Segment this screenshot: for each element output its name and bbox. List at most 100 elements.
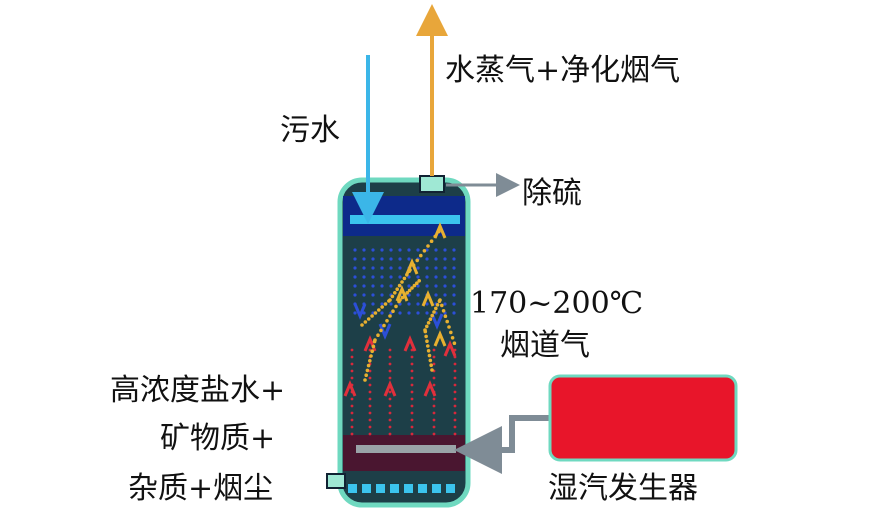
grate-block	[446, 484, 455, 493]
steam-dot	[388, 404, 392, 408]
flue-gas-dot	[441, 309, 446, 313]
flue-gas-dot	[417, 279, 422, 283]
flue-gas-chevron	[433, 222, 447, 239]
water-droplet	[443, 266, 447, 270]
water-droplet	[398, 275, 402, 279]
flue-gas-dot	[430, 313, 435, 318]
water-flow-chevron	[378, 323, 392, 340]
flue-gas-dot	[395, 287, 400, 292]
water-droplet	[434, 284, 438, 288]
steam-chevron	[443, 340, 457, 357]
water-droplet	[353, 248, 357, 252]
water-droplet	[452, 302, 456, 306]
steam-dot	[453, 383, 457, 387]
flue-gas-dot	[452, 341, 457, 346]
steam-dot	[410, 418, 414, 422]
treatment-vessel	[326, 175, 471, 508]
steam-dot	[350, 404, 354, 408]
steam-dot	[388, 397, 392, 401]
flue-gas-dot	[410, 286, 414, 290]
steam-chevron	[403, 335, 417, 352]
water-droplet	[380, 284, 384, 288]
water-droplet	[425, 284, 429, 288]
steam-dot	[453, 362, 457, 366]
flue-gas-dot	[432, 310, 436, 314]
water-droplet	[380, 302, 384, 306]
flue-gas-dot	[363, 320, 368, 324]
flue-gas-dot	[415, 258, 420, 263]
water-droplet	[371, 311, 375, 315]
water-droplet	[407, 311, 411, 315]
steam-dot	[368, 432, 372, 436]
water-droplet	[398, 311, 402, 315]
flue-gas-dot	[415, 281, 419, 286]
steam-dot	[388, 418, 392, 422]
flue-gas-dot	[393, 291, 397, 295]
flue-gas-dot	[380, 305, 384, 309]
steam-dot	[432, 404, 436, 408]
flue-gas-dot	[443, 314, 448, 319]
flue-gas-dot	[369, 354, 373, 358]
water-droplet	[443, 302, 447, 306]
steam-dot	[432, 348, 436, 352]
water-droplet	[434, 248, 438, 252]
steam-chevron	[343, 380, 357, 397]
steam-dot	[453, 432, 457, 436]
flue-gas-dot	[368, 359, 372, 363]
water-droplet	[407, 302, 411, 306]
flue-gas-dot	[388, 298, 392, 302]
residue-label-2: 矿物质+	[160, 421, 275, 456]
steam-dot	[432, 425, 436, 429]
water-droplet	[371, 284, 375, 288]
water-droplet	[443, 275, 447, 279]
vapor-out-label: 水蒸气+净化烟气	[445, 53, 680, 88]
water-droplet	[452, 248, 456, 252]
steam-dot	[410, 376, 414, 380]
water-droplet	[362, 293, 366, 297]
flue-gas-label: 烟道气	[500, 328, 590, 363]
water-droplet	[380, 293, 384, 297]
grate-block	[376, 484, 385, 493]
flue-gas-dot	[450, 336, 455, 340]
flue-gas-dot	[438, 298, 442, 302]
steam-dot	[388, 376, 392, 380]
water-droplet	[371, 266, 375, 270]
steam-dot	[368, 418, 372, 422]
steam-dot	[453, 418, 457, 422]
flue-gas-dot	[429, 239, 434, 243]
flue-gas-dot	[370, 314, 374, 318]
steam-dot	[410, 411, 414, 415]
water-droplet	[389, 284, 393, 288]
flue-gas-dot	[382, 323, 386, 328]
flue-gas-dot	[400, 295, 405, 300]
steam-dot	[388, 390, 392, 394]
flue-gas-dot	[428, 358, 433, 363]
steam-dot	[410, 397, 414, 401]
steam-dot	[350, 418, 354, 422]
water-droplet	[443, 248, 447, 252]
steam-chevron	[383, 380, 397, 397]
water-droplet	[416, 302, 420, 306]
water-flow-chevron	[353, 303, 367, 320]
water-droplet	[362, 284, 366, 288]
steam-dot	[368, 369, 372, 373]
steam-dot	[350, 369, 354, 373]
generator-label: 湿汽发生器	[548, 471, 698, 506]
steam-dot	[453, 390, 457, 394]
steam-dot	[388, 432, 392, 436]
steam-dot	[432, 418, 436, 422]
steam-dot	[350, 376, 354, 380]
water-droplet	[389, 248, 393, 252]
water-droplet	[353, 284, 357, 288]
flue-gas-dot	[364, 373, 369, 378]
flue-gas-dot	[391, 309, 395, 314]
water-droplet	[416, 248, 420, 252]
water-droplet	[452, 293, 456, 297]
steam-dot	[388, 411, 392, 415]
water-droplet	[371, 257, 375, 261]
water-droplet	[416, 266, 420, 270]
water-droplet	[353, 257, 357, 261]
steam-dot	[350, 432, 354, 436]
flue-gas-dot	[371, 344, 376, 349]
